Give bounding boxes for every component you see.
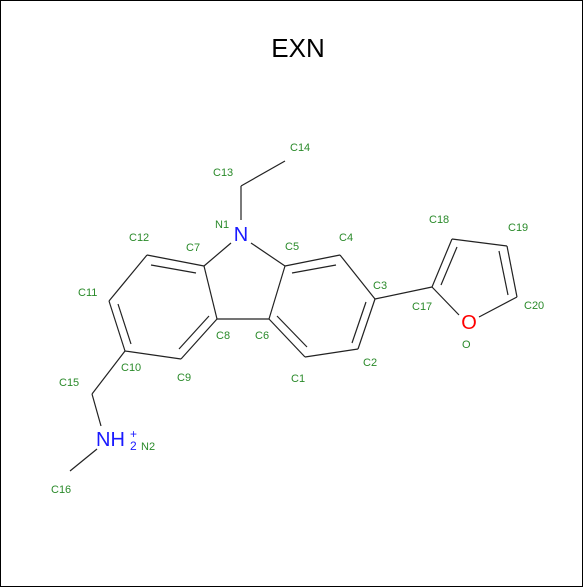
bond-c3-c17 xyxy=(374,286,433,300)
bond-c4-c3 xyxy=(339,254,376,300)
atom-labels: C14 C13 N1 C12 C7 C5 C4 C18 C19 C11 C3 C… xyxy=(51,142,544,496)
atom-label-c3: C3 xyxy=(373,280,387,292)
heteroatoms: N NH 2 + O xyxy=(96,224,477,453)
atom-label-c7: C7 xyxy=(186,242,200,254)
bond-c7-c8 xyxy=(203,265,218,320)
bond-c7-c12-inner xyxy=(150,264,197,274)
bond-c10-c9 xyxy=(124,350,182,360)
bond-c19-c20-inner xyxy=(498,250,509,296)
bond-c15-n2 xyxy=(91,393,102,427)
ammonium-h-count: 2 xyxy=(130,439,137,453)
bond-c5-c4-inner xyxy=(291,264,337,274)
bond-c17-c18-inner xyxy=(440,246,458,286)
atom-label-c16: C16 xyxy=(51,484,71,496)
atom-label-c6: C6 xyxy=(255,330,269,342)
atom-label-c1: C1 xyxy=(291,373,305,385)
atom-label-c20: C20 xyxy=(524,300,544,312)
bond-c3-c2 xyxy=(357,298,376,350)
bond-c11-c10-inner xyxy=(117,303,132,345)
bond-c9-c8-inner xyxy=(178,315,210,350)
bond-c11-c10 xyxy=(108,300,126,352)
bond-c9-c8 xyxy=(180,318,218,360)
ammonium-nitrogen-symbol: NH xyxy=(96,429,125,451)
furan-oxygen-symbol: O xyxy=(461,312,477,334)
bond-n1-c7 xyxy=(203,242,232,267)
atom-label-c8: C8 xyxy=(216,330,230,342)
ammonium-charge: + xyxy=(130,427,137,441)
bond-c19-c20 xyxy=(506,245,518,298)
bonds xyxy=(69,160,518,472)
atom-label-c19: C19 xyxy=(508,222,528,234)
bond-c17-c18 xyxy=(431,238,453,288)
bond-c13-c14 xyxy=(240,160,286,187)
atom-label-c18: C18 xyxy=(429,214,449,226)
atom-label-n2: N2 xyxy=(141,441,155,453)
bond-c12-c11 xyxy=(108,254,148,302)
bond-c20-o xyxy=(478,296,518,318)
atom-label-c10: C10 xyxy=(121,362,141,374)
atom-label-c13: C13 xyxy=(213,167,233,179)
bond-c7-c12 xyxy=(146,254,205,267)
bond-c1-c6-inner xyxy=(276,315,308,348)
molecule-title: EXN xyxy=(271,33,324,63)
bond-c10-c15 xyxy=(91,350,126,395)
bond-c1-c6 xyxy=(268,318,306,358)
bond-c2-c1 xyxy=(304,348,359,358)
atom-label-n1: N1 xyxy=(215,219,229,231)
bond-c18-c19 xyxy=(451,238,508,247)
atom-label-c15: C15 xyxy=(59,377,79,389)
atom-label-c17: C17 xyxy=(412,301,432,313)
bond-c5-c6 xyxy=(268,265,286,320)
bond-c5-c4 xyxy=(284,254,341,267)
atom-label-c5: C5 xyxy=(285,241,299,253)
atom-label-c12: C12 xyxy=(129,232,149,244)
atom-label-c2: C2 xyxy=(363,357,377,369)
atom-label-o: O xyxy=(462,339,471,351)
bond-o-c17 xyxy=(431,286,460,316)
atom-label-c11: C11 xyxy=(78,287,97,299)
atom-label-c9: C9 xyxy=(177,372,191,384)
ring-nitrogen-symbol: N xyxy=(234,224,248,246)
atom-label-c4: C4 xyxy=(339,232,353,244)
bond-n1-c5 xyxy=(250,242,286,267)
bond-c3-c2-inner xyxy=(351,301,367,344)
atom-label-c14: C14 xyxy=(290,142,310,154)
bond-n2-c16 xyxy=(69,448,98,472)
